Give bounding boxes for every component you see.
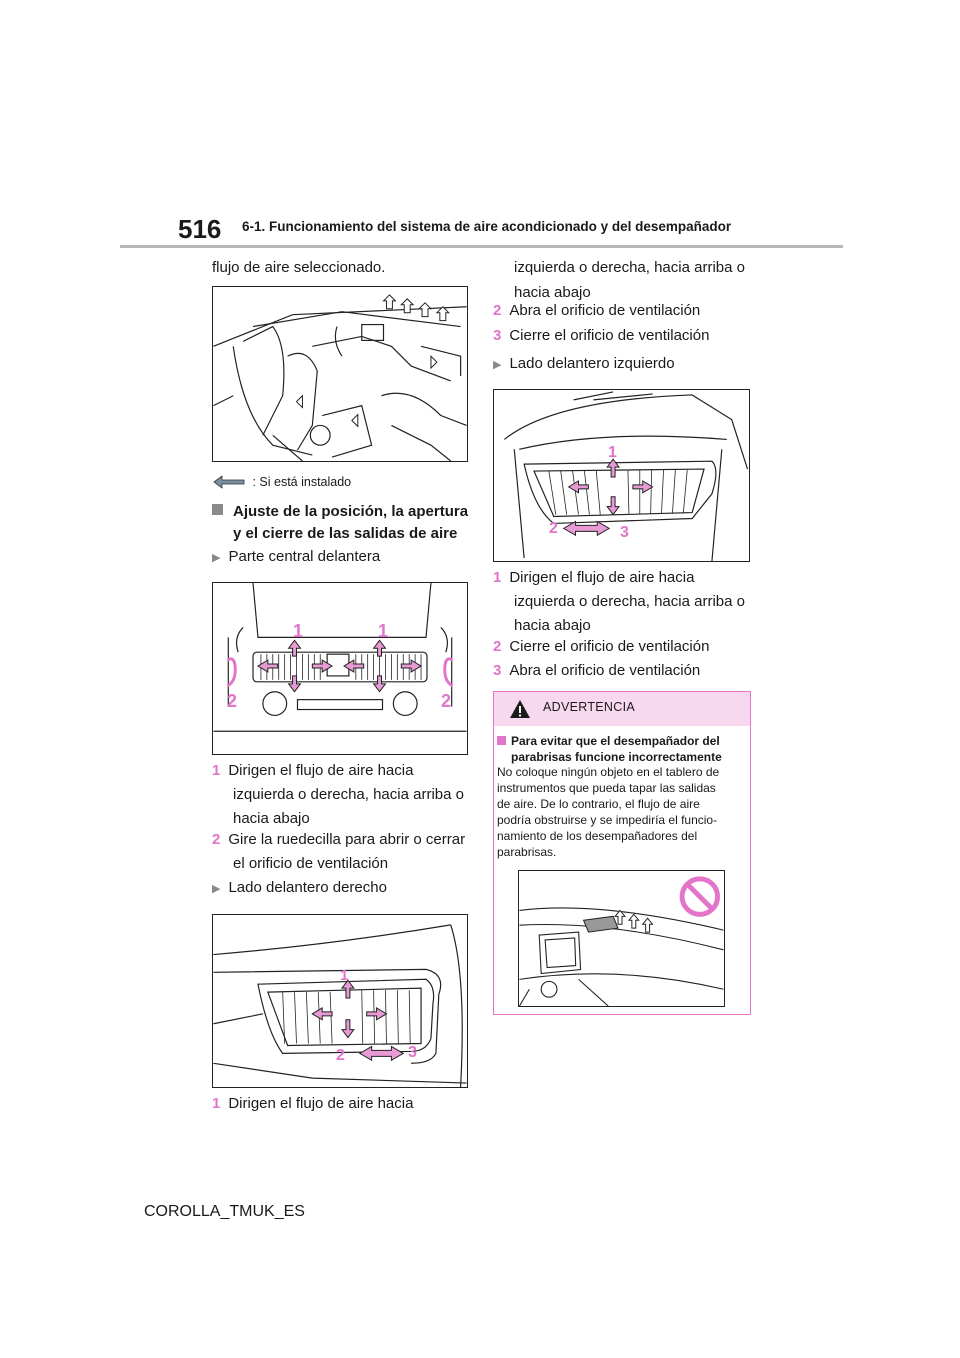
- subheading-left: ▶ Lado delantero izquierdo: [493, 352, 675, 377]
- section-heading-line1: Ajuste de la posición, la apertura: [233, 503, 469, 520]
- installed-legend-text: : Si está instalado: [252, 475, 352, 489]
- section-heading: Ajuste de la posición, la apertura y el …: [212, 501, 468, 545]
- center-item-1: 1 Dirigen el flujo de aire hacia izquierd…: [212, 759, 464, 831]
- warning-body-line: podría obstruirse y se impediría el func…: [497, 813, 718, 827]
- triangle-bullet-icon: ▶: [493, 359, 502, 371]
- cabin-drawing: [213, 294, 467, 461]
- center-item-1-line2: izquierda o derecha, hacia arriba o: [233, 786, 464, 803]
- fig-left-label-3: 3: [620, 524, 629, 541]
- right-item-2: 2 Abra el orificio de ventilación: [493, 299, 700, 323]
- warning-title: ADVERTENCIA: [543, 700, 635, 714]
- center-vents-drawing: [213, 583, 467, 732]
- fig-right-label-2: 2: [336, 1047, 345, 1064]
- left-item-2: 2 Cierre el orificio de ventilación: [493, 635, 709, 659]
- fig-left-label-2: 2: [549, 520, 558, 537]
- left-vent-illustration: 1 2 3: [493, 389, 750, 562]
- subheading-center-label: Parte central delantera: [228, 548, 381, 565]
- warning-body-line: No coloque ningún objeto en el tablero d…: [497, 765, 720, 779]
- right-item-1-number: 1: [212, 1095, 221, 1112]
- fig-center-label-1a: 1: [293, 621, 304, 641]
- dashboard-obstruction-illustration: [518, 870, 725, 1007]
- right-item-1-line1: Dirigen el flujo de aire hacia: [228, 1095, 414, 1112]
- subheading-right: ▶ Lado delantero derecho: [212, 876, 387, 901]
- center-vents-illustration: 1 1 2 2: [212, 582, 468, 755]
- warning-subtitle: Para evitar que el desempañador del para…: [497, 733, 722, 765]
- center-item-1-number: 1: [212, 762, 221, 779]
- subheading-left-label: Lado delantero izquierdo: [509, 355, 675, 372]
- section-title: 6-1. Funcionamiento del sistema de aire …: [242, 219, 732, 234]
- installed-legend: : Si está instalado: [212, 473, 351, 491]
- continued-line1: izquierda o derecha, hacia arriba o: [514, 259, 745, 276]
- warning-triangle-icon: [510, 700, 530, 718]
- fig-center-label-2b: 2: [441, 691, 452, 711]
- fig-center-label-1b: 1: [378, 621, 389, 641]
- square-bullet-icon: [212, 504, 223, 515]
- warning-subtitle-line2: parabrisas funcione incorrectamente: [511, 750, 722, 764]
- center-item-1-line1: Dirigen el flujo de aire hacia: [228, 762, 414, 779]
- warning-body-line: de aire. De lo contrario, el flujo de ai…: [497, 797, 700, 811]
- center-item-2-line2: el orificio de ventilación: [233, 855, 389, 872]
- fig-center-label-2a: 2: [227, 691, 238, 711]
- right-item-3-number: 3: [493, 327, 502, 344]
- warning-box: [493, 691, 751, 1015]
- right-vent-drawing: [213, 924, 467, 1087]
- document-code: COROLLA_TMUK_ES: [144, 1203, 305, 1220]
- warning-subtitle-line1: Para evitar que el desempañador del: [511, 734, 720, 748]
- left-item-3: 3 Abra el orificio de ventilación: [493, 659, 700, 683]
- warning-header: [494, 692, 750, 726]
- triangle-bullet-icon: ▶: [212, 883, 221, 895]
- warning-body-line: namiento de los desempañadores del: [497, 829, 698, 843]
- left-item-1-line1: Dirigen el flujo de aire hacia: [509, 569, 695, 586]
- page-number: 516: [178, 214, 222, 244]
- fig-right-label-1: 1: [340, 967, 349, 984]
- left-item-1-line3: hacia abajo: [514, 617, 591, 634]
- warning-body: No coloque ningún objeto en el tablero d…: [497, 764, 719, 860]
- warning-body-line: instrumentos que pueda tapar las salidas: [497, 781, 716, 795]
- right-item-3-text: Cierre el orificio de ventilación: [509, 327, 710, 344]
- right-item-3: 3 Cierre el orificio de ventilación: [493, 324, 709, 348]
- left-item-3-number: 3: [493, 662, 502, 679]
- triangle-bullet-icon: ▶: [212, 552, 221, 564]
- fig-right-label-3: 3: [408, 1044, 417, 1061]
- left-item-1-line2: izquierda o derecha, hacia arriba o: [514, 593, 745, 610]
- center-item-2-number: 2: [212, 831, 221, 848]
- dashed-arrow-icon: [213, 474, 245, 489]
- continued-text: izquierda o derecha, hacia arriba o haci…: [514, 256, 745, 305]
- left-item-1: 1 Dirigen el flujo de aire hacia izquierd…: [493, 566, 745, 638]
- cabin-airflow-illustration: [212, 286, 468, 462]
- subheading-center: ▶ Parte central delantera: [212, 545, 380, 570]
- intro-text: flujo de aire seleccionado.: [212, 259, 386, 276]
- left-item-2-number: 2: [493, 638, 502, 655]
- left-vent-drawing: [503, 391, 749, 561]
- right-vent-illustration: 1 2 3: [212, 914, 468, 1088]
- subheading-right-label: Lado delantero derecho: [228, 879, 387, 896]
- header-divider: [120, 245, 843, 248]
- right-item-2-text: Abra el orificio de ventilación: [509, 302, 701, 319]
- center-item-2-line1: Gire la ruedecilla para abrir o cerrar: [228, 831, 466, 848]
- prohibited-icon: [679, 876, 721, 917]
- pink-square-bullet-icon: [497, 736, 506, 745]
- section-heading-line2: y el cierre de las salidas de aire: [233, 525, 458, 542]
- left-item-3-text: Abra el orificio de ventilación: [509, 662, 701, 679]
- right-item-2-number: 2: [493, 302, 502, 319]
- right-item-1: 1 Dirigen el flujo de aire hacia: [212, 1092, 413, 1116]
- warning-body-line: parabrisas.: [497, 845, 557, 859]
- left-item-1-number: 1: [493, 569, 502, 586]
- continued-line2: hacia abajo: [514, 284, 591, 301]
- left-item-2-text: Cierre el orificio de ventilación: [509, 638, 710, 655]
- fig-left-label-1: 1: [608, 444, 617, 461]
- center-item-1-line3: hacia abajo: [233, 810, 310, 827]
- dashboard-drawing: [519, 876, 724, 1006]
